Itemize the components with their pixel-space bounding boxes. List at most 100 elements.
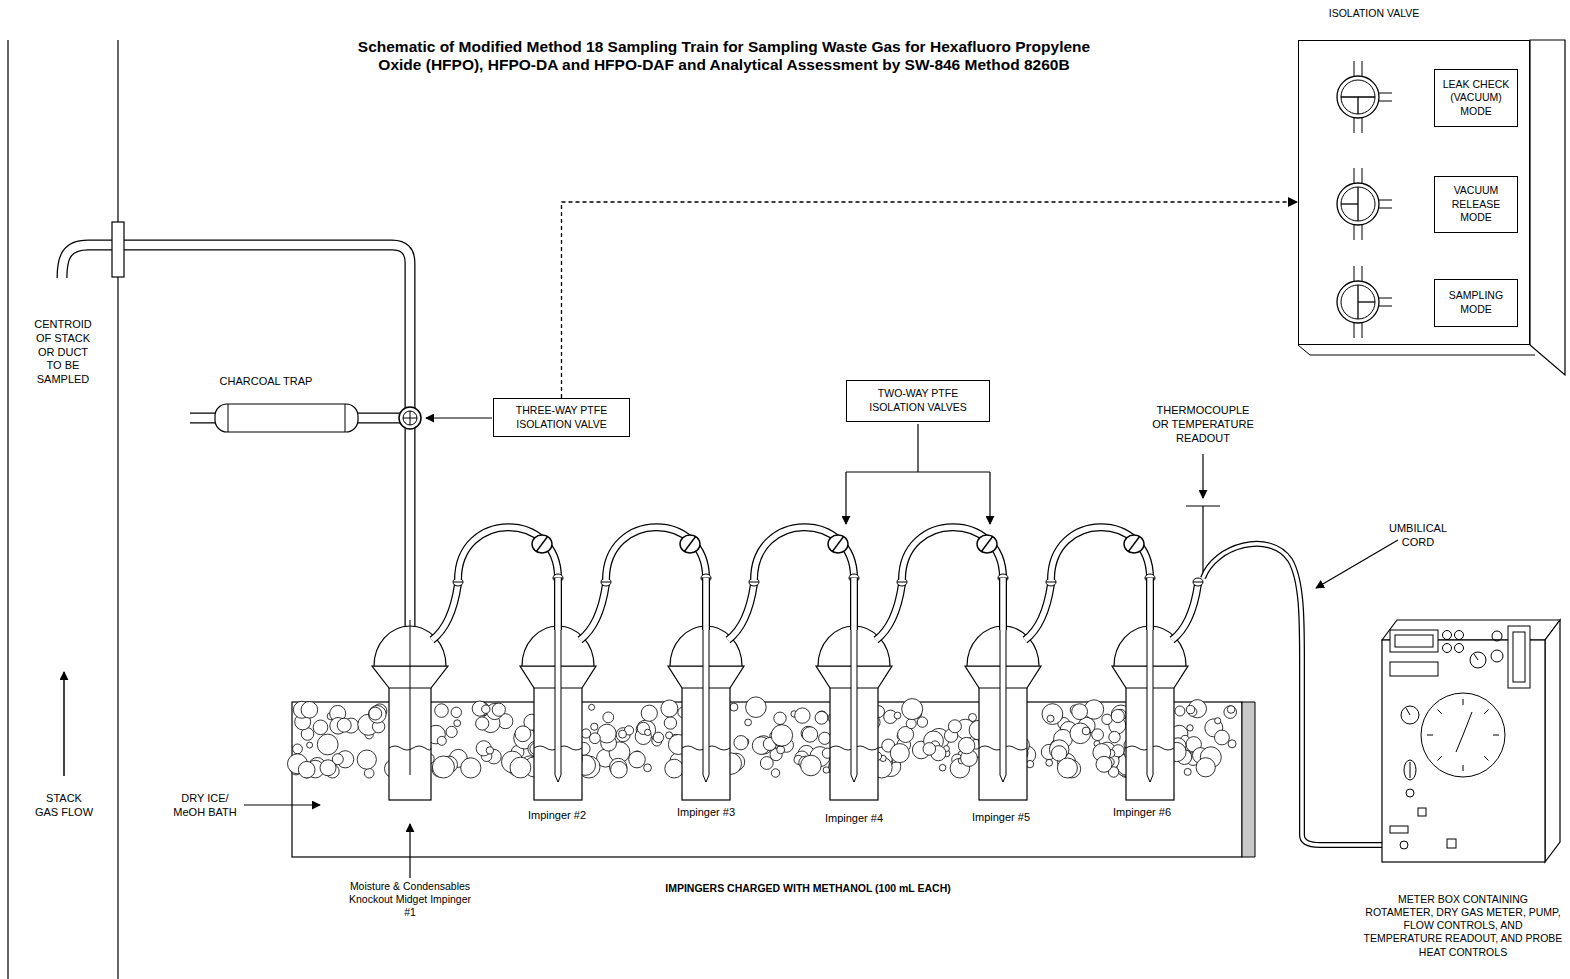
diagram-title: Schematic of Modified Method 18 Sampling…	[344, 38, 1104, 74]
glass-tube	[1172, 584, 1198, 640]
bubble	[1072, 704, 1088, 720]
bubble	[1102, 714, 1112, 724]
bubble	[492, 703, 505, 716]
glass-tube	[702, 578, 710, 630]
box-text: VACUUM RELEASE MODE	[1438, 184, 1514, 225]
box-text: TWO-WAY PTFE ISOLATION VALVES	[853, 387, 983, 414]
bubble	[645, 729, 651, 735]
bubble	[1046, 759, 1053, 766]
impinger-label: Impinger #3	[666, 806, 746, 820]
bubble	[1224, 706, 1237, 719]
bubble	[1042, 704, 1063, 725]
box-text: THREE-WAY PTFE ISOLATION VALVE	[500, 404, 623, 431]
bubble	[923, 743, 936, 756]
dial-tick	[1484, 756, 1488, 760]
meter-gauge	[1406, 708, 1410, 715]
stack-wall	[117, 40, 118, 979]
dial-tick	[1427, 735, 1433, 736]
dry-ice-bath	[292, 702, 1242, 857]
leader-arrow	[1316, 540, 1398, 588]
bubble	[320, 760, 336, 776]
valve-body	[1341, 285, 1375, 319]
bubble	[486, 747, 493, 754]
bubble	[1057, 758, 1077, 778]
probe-inlet	[410, 620, 411, 775]
tube-joint	[453, 582, 463, 583]
valve-panel-side	[1298, 345, 1310, 355]
part-label: THERMOCOUPLE OR TEMPERATURE READOUT	[1149, 404, 1257, 445]
box-text: SAMPLING MODE	[1438, 289, 1514, 316]
meter-knob	[1404, 760, 1416, 780]
bubble	[293, 744, 303, 754]
glass-tube	[902, 527, 1003, 580]
glass-tube	[703, 578, 709, 630]
glass-tube	[1025, 584, 1051, 640]
dry-gas-meter-dial	[1421, 693, 1505, 777]
probe	[62, 245, 410, 770]
mode-box: LEAK CHECK (VACUUM) MODE	[1434, 69, 1518, 127]
bubble	[939, 764, 946, 771]
glass-tube	[458, 527, 558, 580]
dry-gas-meter-dial	[1463, 712, 1472, 735]
glass-tube	[1000, 578, 1006, 630]
glass-tube	[606, 527, 706, 580]
meter-knob	[1455, 631, 1464, 640]
meter-knob	[1443, 644, 1452, 653]
part-label: DRY ICE/ MeOH BATH	[169, 792, 241, 820]
meter-switch	[1418, 808, 1426, 816]
charcoal-trap	[228, 404, 229, 432]
dial-tick	[1484, 710, 1488, 714]
bubble	[665, 759, 684, 778]
bubble	[1186, 706, 1194, 714]
meter-knob	[1406, 789, 1414, 797]
two-way-valve	[532, 535, 552, 553]
glass-tube	[606, 527, 706, 580]
bubble	[1215, 730, 1230, 745]
valve-panel-side	[1530, 40, 1565, 375]
bubble	[432, 756, 454, 778]
valve-body	[1337, 281, 1379, 323]
bubble	[745, 719, 752, 726]
leader-arrow	[1202, 454, 1203, 498]
tube-joint	[1193, 578, 1203, 586]
tube-joint	[897, 582, 907, 583]
bubble	[482, 705, 490, 713]
panel-heading: ISOLATION VALVE	[1259, 7, 1489, 19]
stack-wall	[7, 40, 8, 979]
meter-connector	[1390, 826, 1408, 833]
bubble	[801, 755, 822, 776]
bubble	[774, 712, 786, 724]
bubble	[1047, 715, 1054, 722]
glass-tube	[1147, 578, 1153, 630]
glass-tube	[1051, 527, 1150, 580]
bubble	[461, 758, 481, 778]
probe	[62, 245, 410, 770]
bracket	[917, 424, 918, 472]
dial-tick	[1463, 699, 1464, 705]
valve-body	[1337, 183, 1379, 225]
bubble	[611, 761, 628, 778]
meter-knob	[1455, 644, 1464, 653]
callout-box: THREE-WAY PTFE ISOLATION VALVE	[493, 398, 630, 437]
bubble	[1227, 706, 1235, 714]
tube-joint	[601, 582, 611, 583]
sample-port	[112, 222, 124, 277]
bubble	[815, 711, 828, 724]
bracket	[845, 472, 846, 524]
bubble	[1175, 706, 1185, 716]
box-text: LEAK CHECK (VACUUM) MODE	[1438, 78, 1514, 119]
two-way-valve	[1128, 536, 1140, 552]
leader-arrow	[409, 824, 410, 878]
glass-tube	[1051, 527, 1150, 580]
bubble	[590, 733, 601, 744]
valve-body	[1337, 76, 1379, 118]
bubble	[795, 708, 810, 723]
glass-tube	[876, 584, 902, 640]
two-way-valve	[536, 536, 548, 552]
bubble	[641, 705, 657, 721]
bubble	[301, 702, 318, 719]
glass-tube	[902, 527, 1003, 580]
rotameter	[1508, 626, 1530, 688]
